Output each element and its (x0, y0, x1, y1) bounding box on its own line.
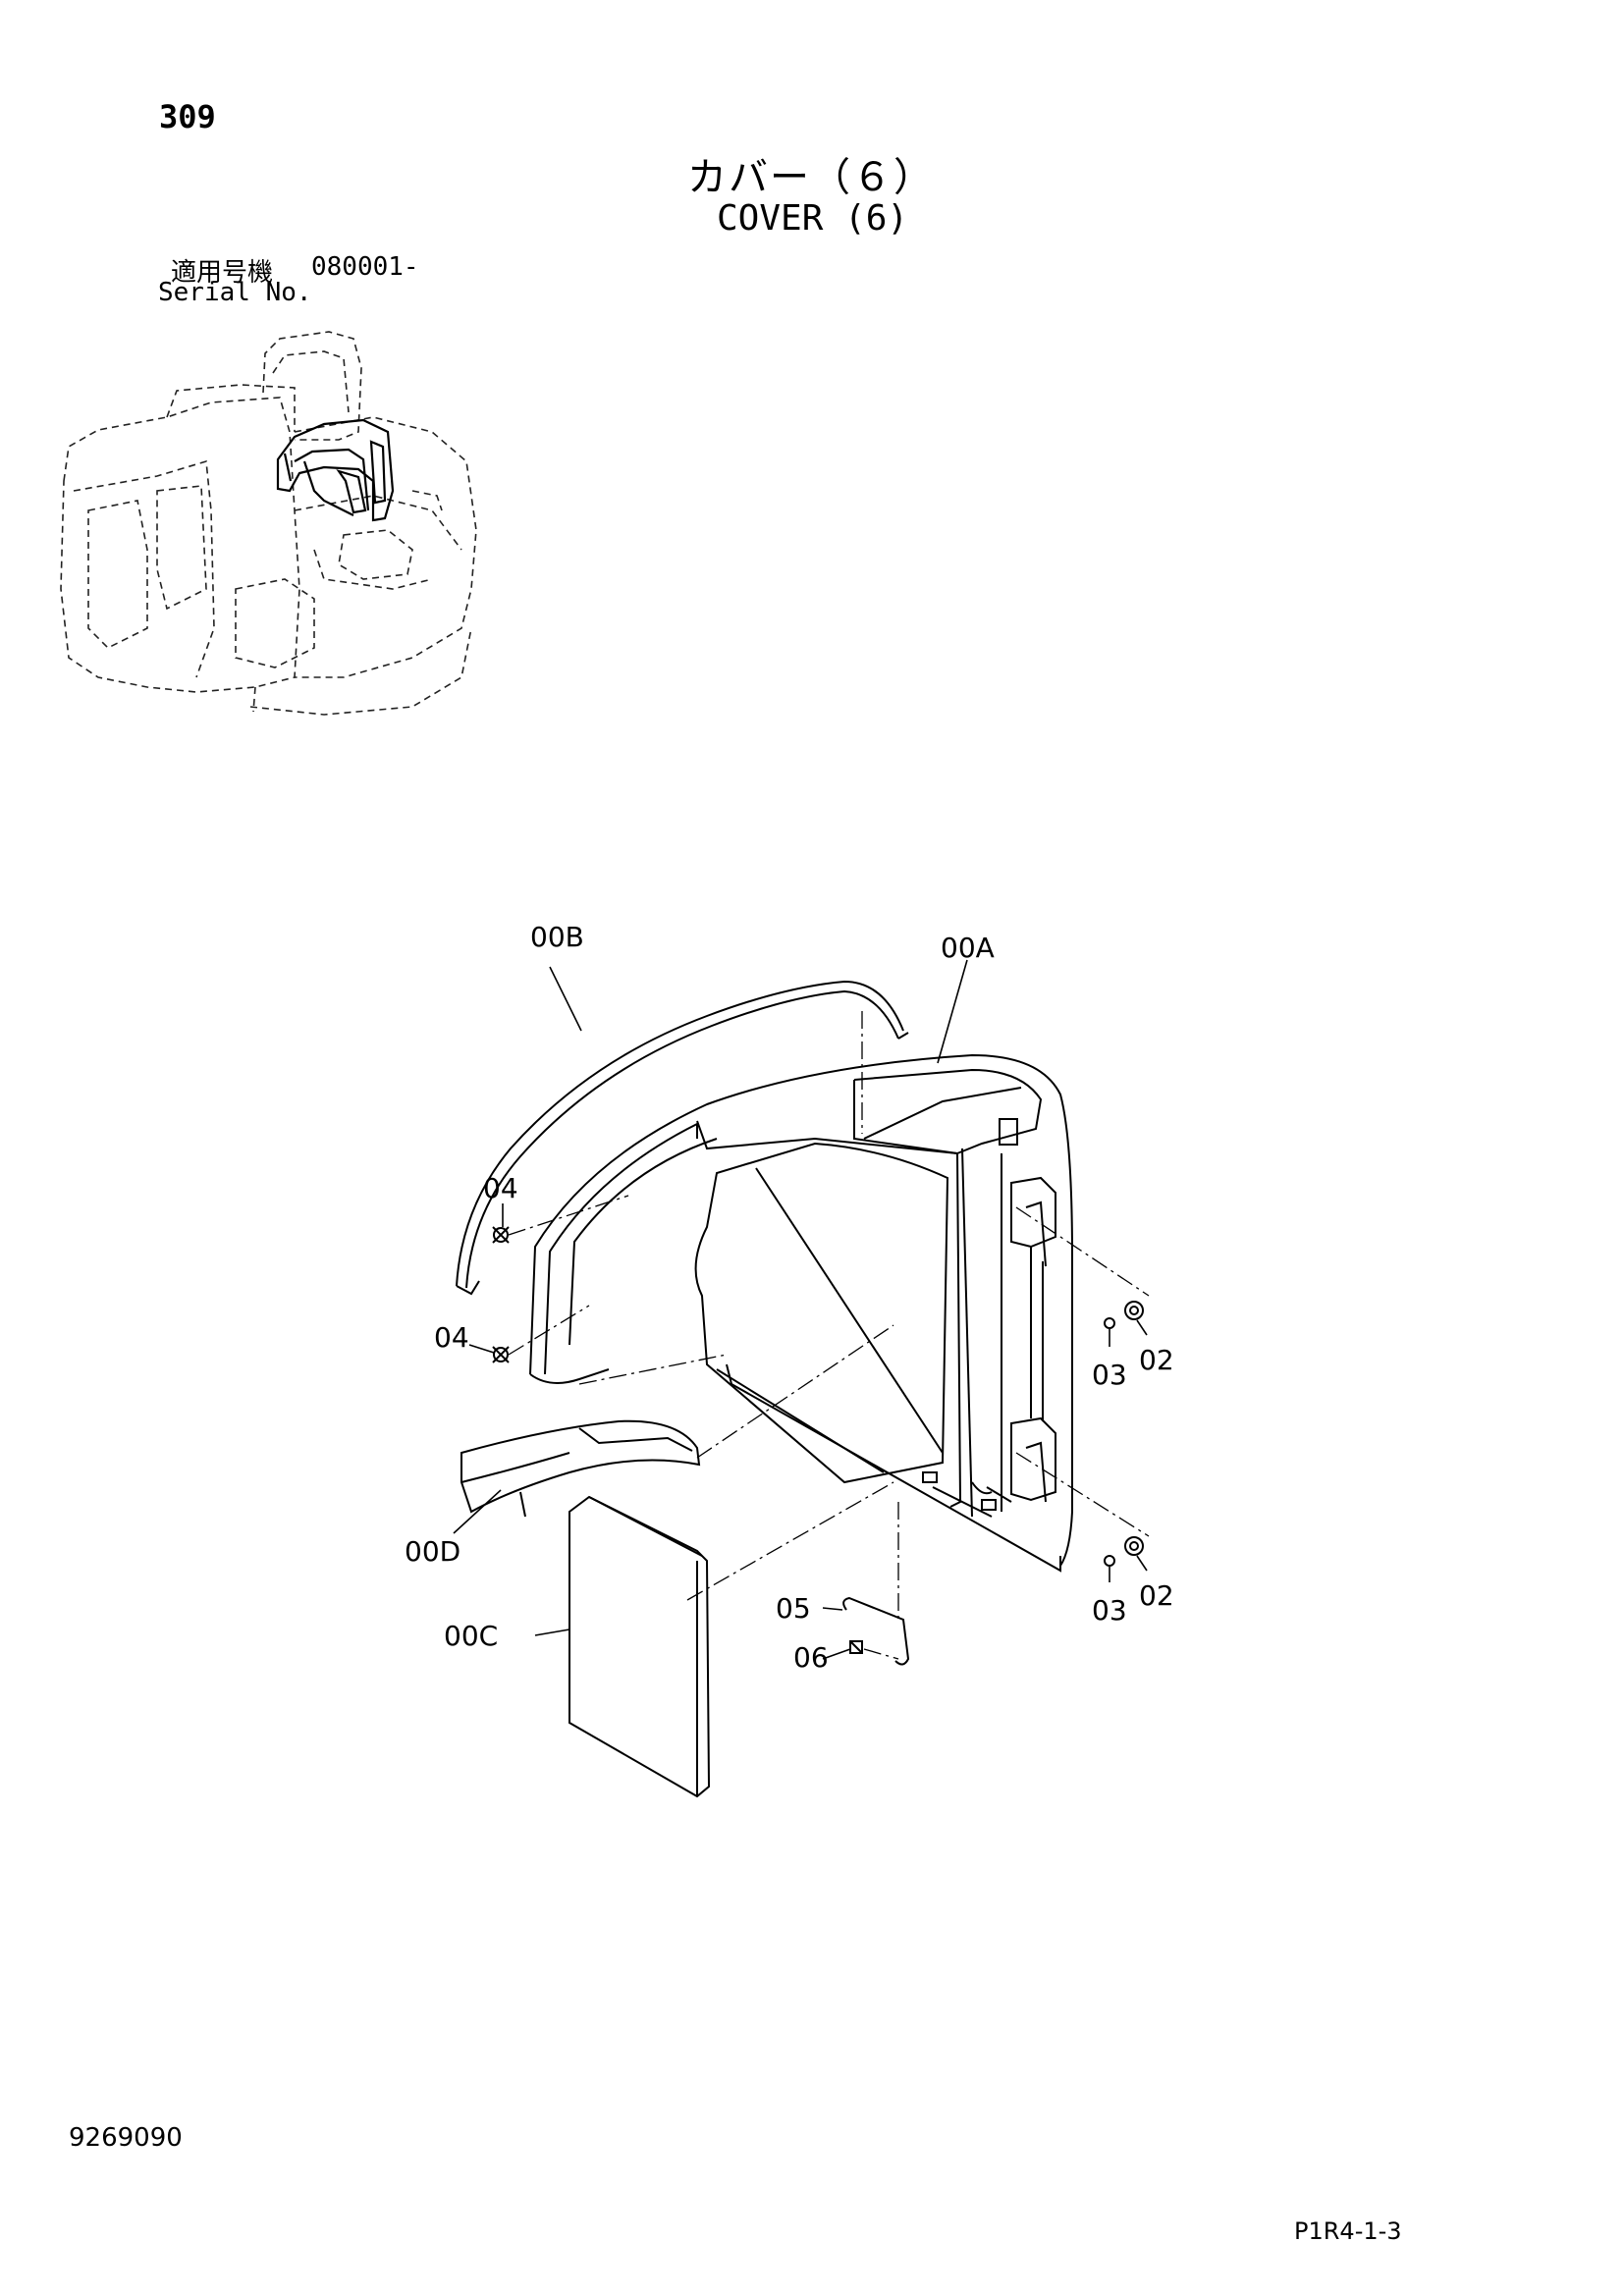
callout-02-lower: 02 (1139, 1579, 1174, 1612)
document-number: 9269090 (69, 2123, 183, 2153)
serial-label-english: Serial No. (158, 278, 312, 307)
part-00a-main-cover (529, 1053, 1073, 1573)
callout-03-upper: 03 (1092, 1359, 1127, 1391)
serial-number: 080001- (311, 252, 419, 282)
callout-00c: 00C (444, 1620, 498, 1652)
page-number: 309 (159, 98, 216, 135)
title-english: COVER (6) (717, 198, 909, 239)
callout-00b: 00B (530, 921, 584, 953)
callout-02-upper: 02 (1139, 1344, 1174, 1376)
callout-03-lower: 03 (1092, 1594, 1127, 1627)
callout-06: 06 (793, 1641, 829, 1674)
hardware-parts (492, 1226, 1144, 1666)
callout-05: 05 (776, 1592, 811, 1625)
title-japanese: カバー（６） (687, 155, 935, 200)
page-code: P1R4-1-3 (1294, 2217, 1402, 2245)
callout-04-upper: 04 (483, 1172, 518, 1204)
callout-04-lower: 04 (434, 1321, 469, 1354)
part-00c-rect-pad (568, 1495, 711, 1798)
part-00b-seal-strip (456, 980, 909, 1296)
callout-00a: 00A (941, 932, 995, 964)
callout-00d: 00D (405, 1535, 460, 1568)
serial-label-japanese: 適用号機 (171, 258, 274, 288)
part-00d-curved-pad (460, 1419, 701, 1518)
